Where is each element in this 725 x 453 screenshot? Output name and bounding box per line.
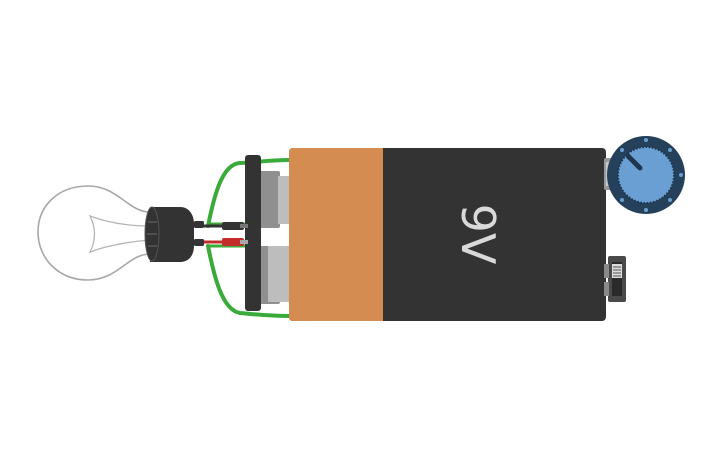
snap-connector-bar[interactable] [245,155,261,311]
bulb-terminal-top[interactable] [194,221,204,228]
knob-dot [644,208,648,212]
bulb-terminal-bottom[interactable] [194,239,204,246]
bulb-base [150,207,194,262]
battery-terminal-dark[interactable] [260,171,280,228]
knob-dot [620,198,624,202]
green-wire-top[interactable] [206,158,292,228]
knob-dot [668,148,672,152]
light-bulb[interactable] [37,185,204,281]
red-probe-tip [240,240,248,244]
battery-terminal-light[interactable] [278,176,292,224]
battery-voltage-label: 9V [451,204,505,265]
knob-dot [620,148,624,152]
battery-band [289,148,383,321]
red-probe-clip[interactable] [222,238,244,246]
rotary-knob[interactable] [607,136,685,214]
slide-switch-track [612,262,622,296]
knob-dot [679,173,683,177]
slide-switch-pin [604,282,609,296]
battery-snap-connector[interactable] [245,155,261,311]
slide-switch[interactable] [604,256,626,302]
black-probe-tip [240,224,248,228]
battery-terminal-light-lower[interactable] [268,246,292,302]
knob-dot [644,138,648,142]
battery[interactable]: 9V [260,148,606,321]
slide-switch-pin [604,264,609,278]
knob-indicator [625,153,643,171]
probe-leads[interactable] [204,222,248,246]
knob-dot [668,198,672,202]
slide-switch-handle[interactable] [612,264,622,278]
green-wire-bottom[interactable] [206,244,292,318]
black-probe-clip[interactable] [222,222,244,230]
bulb-filament [88,214,151,254]
